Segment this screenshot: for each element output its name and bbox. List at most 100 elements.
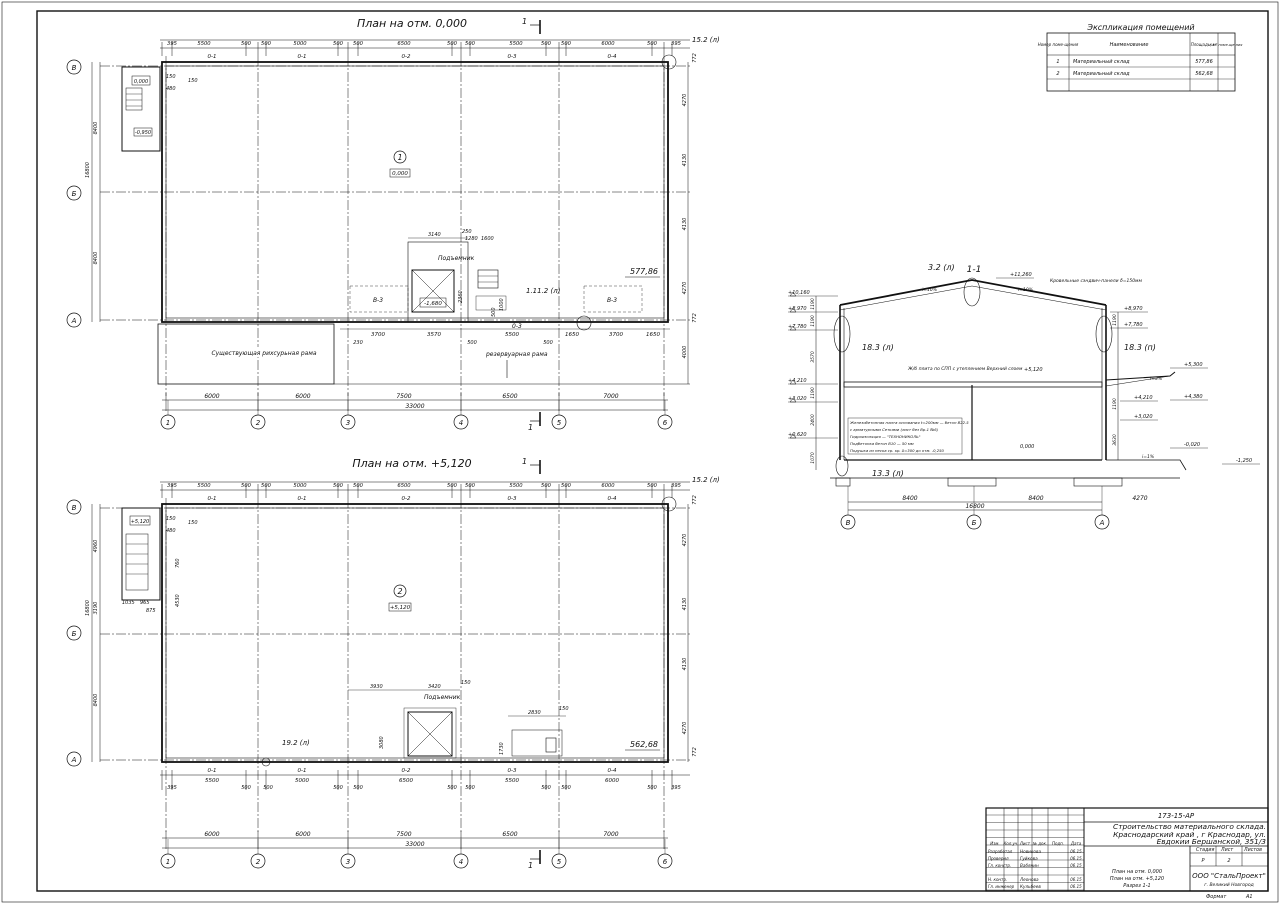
plan2-cut-mark-bottom: 1 [528, 850, 541, 870]
stamp-date: 06.15 [1070, 863, 1082, 868]
plan1-total-dim: 33000 [405, 403, 424, 410]
bottom-beam-label: 0-3 [508, 768, 517, 774]
stamp-date: 06.15 [1070, 856, 1082, 861]
axis-label: 2 [256, 858, 261, 866]
explication-header-cat: Кат. поме-ще-ния [1210, 43, 1243, 47]
plan2-stair-dim-0: 1035 [122, 600, 135, 606]
axis-bubble-y [66, 625, 82, 641]
axis-bubble-y [66, 59, 82, 75]
stamp-col-header: Подп. [1052, 841, 1064, 846]
axis-label: 6 [663, 858, 668, 866]
plan1-room-area: 577,86 [630, 267, 658, 276]
section-slab-note: Ж/б плита по СПП с утеплением Верхний сл… [907, 366, 1023, 372]
plan1-existing-label: Существующая рихсурьная рама [211, 350, 316, 357]
grid-dim-value: 7500 [396, 831, 411, 838]
level-mark [789, 433, 797, 439]
explication-header-name: Наименование [1110, 42, 1149, 48]
stamp-col-header: Дата [1070, 841, 1082, 846]
plan2-lift-dim-1: 3420 [428, 684, 441, 690]
plan1-cut-label-bottom: 1 [528, 423, 533, 432]
level-value: +4,210 [1134, 395, 1153, 401]
plan1-pit-label: Подъемник [438, 255, 475, 262]
stamp-role: Проверил [988, 856, 1009, 861]
grid-dim-value: 6000 [204, 393, 219, 400]
explication-title: Экспликация помещений [1086, 23, 1194, 32]
plan2-title: План на отм. +5,120 [352, 457, 471, 470]
bottom-beam-label: 0-4 [608, 768, 617, 774]
stamp-sheet-title-0: План на отм. 0,000 [1112, 869, 1162, 875]
grid-dim-value: 7000 [603, 393, 618, 400]
top-dim-value: 500 [447, 483, 458, 489]
section-slope-0: i=10% [922, 287, 937, 293]
grid-dim-value: 7500 [396, 393, 411, 400]
section-bottom-dim-2: 4270 [1132, 495, 1147, 502]
level-value: +7,780 [1124, 322, 1143, 328]
level-dim: 1190 [810, 315, 816, 327]
top-dim-value: 5500 [509, 41, 523, 47]
left-dim-value: 4960 [93, 540, 99, 553]
top-dim-value: 500 [465, 41, 476, 47]
level-value: +7,780 [788, 324, 807, 330]
right-dim-value: 4270 [682, 94, 688, 107]
level-mark [789, 325, 797, 331]
top-dim-value: 500 [647, 483, 658, 489]
axis-label: 5 [557, 858, 562, 866]
top-dim-value: 395 [167, 41, 178, 47]
explication-row2-area: 562,68 [1195, 71, 1213, 77]
top-dim-value: 500 [447, 41, 458, 47]
axis-bubble-y [66, 185, 82, 201]
axis-bubble-y [66, 499, 82, 515]
plan1-pit-dim-3: 1600 [481, 236, 494, 242]
left-total-value: 16800 [85, 600, 91, 616]
explication-row1-no: 1 [1056, 59, 1059, 65]
axis-label-y: А [71, 317, 77, 325]
level-value: -0,020 [1184, 442, 1200, 448]
stamp-company: ООО "СтальПроект" [1192, 872, 1266, 880]
right-small-dim: 772 [692, 495, 698, 505]
level-value: +11,260 [1010, 272, 1032, 278]
bottom-small-value: 500 [447, 785, 457, 791]
stamp-sheet-value: 2 [1227, 858, 1230, 864]
plan1-lift-pit: -1,680 Подъемник 3140 250 1280 1600 2360… [407, 229, 507, 323]
level-mark [789, 307, 797, 313]
section-roof [839, 279, 1107, 306]
stamp-role: Н. контр. [988, 877, 1007, 882]
level-value: +8,970 [788, 306, 807, 312]
plan1-cut-mark: 1 [522, 17, 541, 34]
section-mid-level: +5,120 [1024, 367, 1043, 373]
level-value: +8,970 [1124, 306, 1143, 312]
stamp-role: Гл. инженер [988, 884, 1015, 889]
bottom-dim-value: 5500 [205, 778, 219, 784]
level-mark [789, 291, 797, 297]
level-value: +3,020 [1134, 414, 1153, 420]
right-dim-value: 4130 [682, 598, 688, 611]
top-dim-value: 5500 [197, 483, 211, 489]
section-node-left-ellipse [833, 315, 851, 353]
plan2-building-outline [161, 503, 669, 763]
axis-label: 3 [346, 858, 350, 866]
section-node-left: 18.3 (л) [862, 343, 894, 352]
section-foundation-2 [947, 477, 997, 487]
left-total-value: 16800 [85, 162, 91, 178]
stamp-project-wrap: Строительство материального склада. Крас… [1113, 823, 1266, 845]
plan2-node-top: 15.2 (л) [692, 476, 720, 484]
explication-header-no: Номер поме-щения [1038, 42, 1079, 47]
plan2-lift-dim-5: 150 [559, 706, 569, 712]
bottom-small-value: 395 [167, 785, 177, 791]
axis-label: 4 [459, 858, 463, 866]
left-dim-value: 8400 [93, 252, 99, 265]
section-bottom-dim-1: 8400 [1028, 495, 1043, 502]
plan2-lift-label: Подъемник [424, 694, 461, 701]
top-dim-value: 500 [261, 483, 272, 489]
section-foundation-1 [835, 477, 851, 487]
stamp-name: Вабянин [1020, 863, 1039, 868]
section-axis-label: В [846, 519, 851, 527]
bottom-small-dim: 500 [543, 340, 553, 346]
